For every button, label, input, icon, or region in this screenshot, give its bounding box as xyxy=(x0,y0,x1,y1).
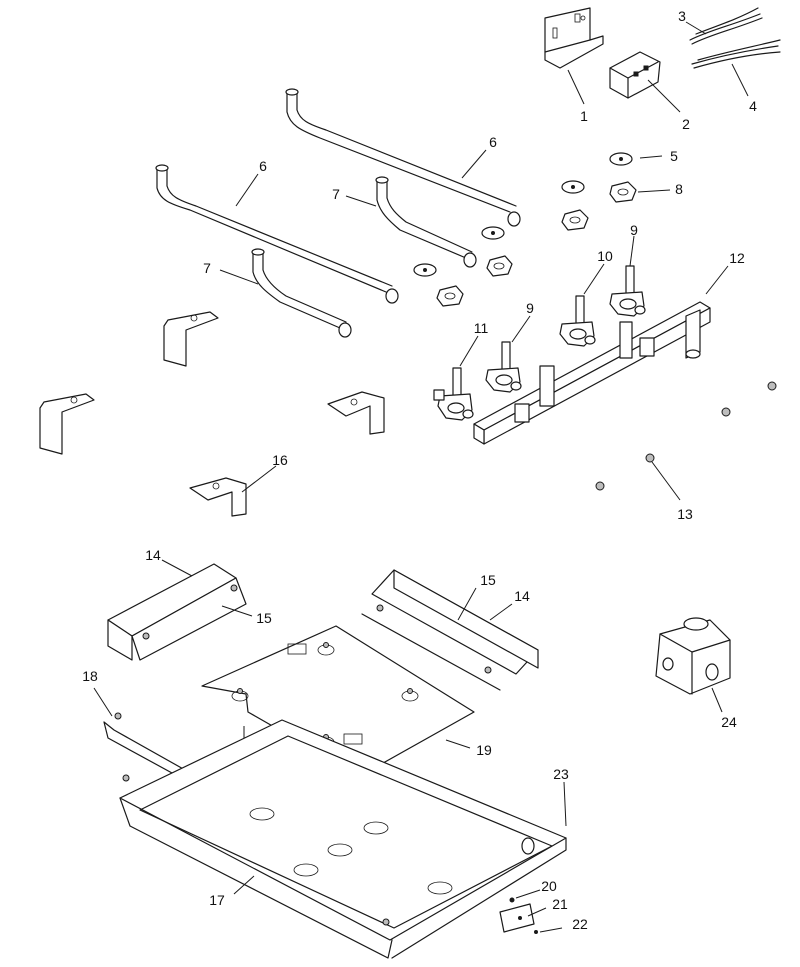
callout-11: 11 xyxy=(474,320,489,336)
part-4-wire xyxy=(691,39,781,69)
callout-15-left: 15 xyxy=(256,610,272,626)
callout-1: 1 xyxy=(580,108,588,124)
callout-23: 23 xyxy=(553,766,569,782)
part-2-terminal-block xyxy=(609,51,661,99)
callout-21: 21 xyxy=(552,896,568,912)
callout-20: 20 xyxy=(541,878,557,894)
callout-5: 5 xyxy=(670,148,678,164)
callout-14-right: 14 xyxy=(514,588,530,604)
part-1-bracket xyxy=(544,7,604,69)
part-24-regulator xyxy=(655,617,731,695)
callout-3: 3 xyxy=(678,8,686,24)
part-14-panel-right xyxy=(361,569,539,691)
callout-7-upper: 7 xyxy=(332,186,340,202)
callout-16: 16 xyxy=(272,452,288,468)
part-3-wire xyxy=(689,7,763,45)
part-7-tube-lower xyxy=(251,248,352,338)
part-20-22-clip xyxy=(499,897,538,934)
callout-17: 17 xyxy=(209,892,225,908)
callout-15-right: 15 xyxy=(480,572,496,588)
callout-9-left: 9 xyxy=(526,300,534,316)
callout-labels: 1 2 3 4 5 6 6 7 7 8 9 9 10 11 12 13 14 1… xyxy=(82,8,757,932)
callout-4: 4 xyxy=(749,98,757,114)
callout-2: 2 xyxy=(682,116,690,132)
callout-24: 24 xyxy=(721,714,737,730)
callout-10: 10 xyxy=(597,248,613,264)
callout-7-lower: 7 xyxy=(203,260,211,276)
callout-9-right: 9 xyxy=(630,222,638,238)
part-12-manifold xyxy=(473,301,711,445)
part-8-nuts xyxy=(436,181,637,307)
callout-18: 18 xyxy=(82,668,98,684)
part-17-pan xyxy=(119,719,567,959)
callout-19: 19 xyxy=(476,742,492,758)
part-6-tube-lower xyxy=(155,164,399,304)
part-6-tube-upper xyxy=(285,88,521,227)
callout-8: 8 xyxy=(675,181,683,197)
callout-12: 12 xyxy=(729,250,745,266)
callout-13: 13 xyxy=(677,506,693,522)
callout-22: 22 xyxy=(572,916,588,932)
leader-lines xyxy=(93,21,749,933)
part-14-panel-left xyxy=(107,563,247,661)
part-13-screws xyxy=(595,381,777,491)
callout-14-left: 14 xyxy=(145,547,161,563)
part-5-washers xyxy=(413,152,633,277)
part-7-tube-upper xyxy=(375,176,477,268)
part-10-valve xyxy=(559,295,596,347)
bracket-far-left xyxy=(39,393,95,455)
part-16-bracket xyxy=(189,477,247,517)
part-11-valve xyxy=(433,367,474,421)
part-9-valve-right xyxy=(609,265,646,317)
callout-6-upper: 6 xyxy=(489,134,497,150)
bracket-upper-left xyxy=(163,311,219,367)
part-9-valve-left xyxy=(485,341,522,393)
bracket-middle xyxy=(327,391,385,435)
callout-6-lower: 6 xyxy=(259,158,267,174)
